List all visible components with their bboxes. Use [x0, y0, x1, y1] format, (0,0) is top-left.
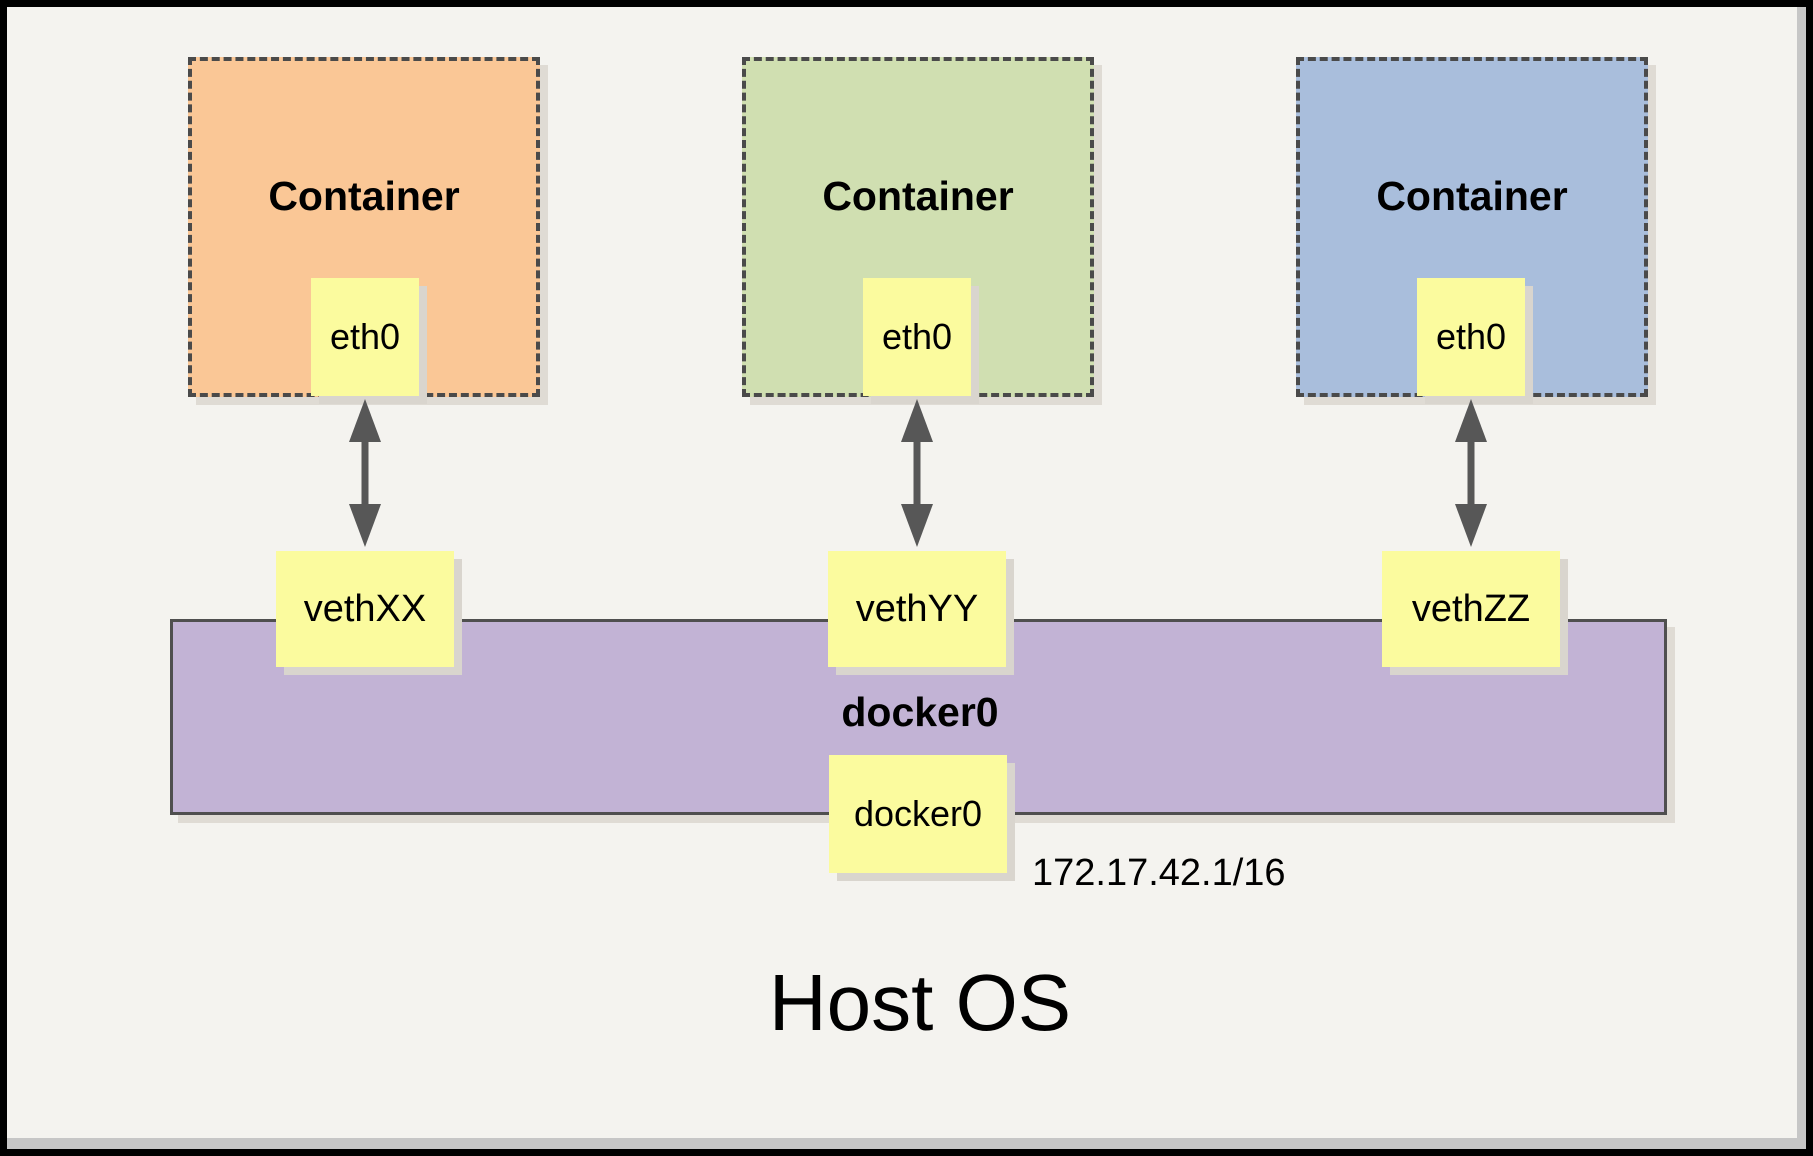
veth-node-2: vethYY	[828, 551, 1006, 667]
container-label-2: Container	[822, 173, 1014, 219]
host-os-label: Host OS	[768, 958, 1072, 1047]
veth-node-1: vethXX	[276, 551, 454, 667]
eth0-node-3: eth0	[1417, 278, 1525, 396]
container-label-1: Container	[268, 173, 460, 219]
diagram-canvas: Container Container Container eth0 eth0 …	[7, 7, 1806, 1149]
veth-node-3: vethZZ	[1382, 551, 1560, 667]
eth0-veth-arrow-1	[349, 399, 381, 547]
docker0-interface-node: docker0	[829, 755, 1007, 873]
eth0-node-1: eth0	[311, 278, 419, 396]
eth0-node-2: eth0	[863, 278, 971, 396]
docker0-bridge-label: docker0	[841, 689, 999, 735]
container-label-3: Container	[1376, 173, 1568, 219]
bridge-ip-label: 172.17.42.1/16	[1032, 852, 1286, 894]
eth0-veth-arrow-2	[901, 399, 933, 547]
eth0-veth-arrow-3	[1455, 399, 1487, 547]
